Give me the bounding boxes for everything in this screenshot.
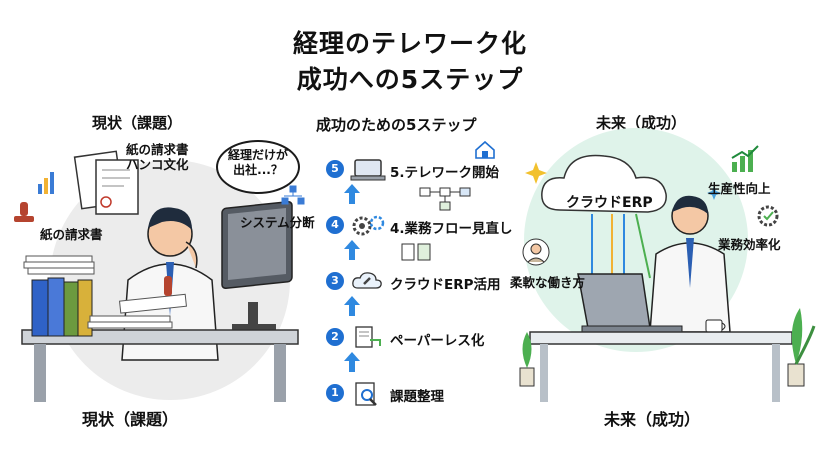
label-system-silo: システム分断 [240,215,315,230]
binders [31,277,93,337]
step-label: ペーパーレス化 [390,333,485,349]
arrow-up-icon [344,352,360,372]
step-number-badge: 3 [326,272,344,290]
gears-icon [352,215,385,236]
future-state-illustration [519,128,816,402]
desk-leg [274,344,286,402]
left-heading-top: 現状（課題） [92,114,183,132]
growth-chart-icon [731,145,759,172]
happy-worker-figure [649,195,731,333]
magnifier-document-icon [355,382,377,406]
title-line2: 成功への5ステップ [296,65,524,94]
sparkle-icon [707,186,721,200]
home-icon [475,140,495,159]
label-paper-hanko: 紙の請求書 ハンコ文化 [126,142,189,172]
step-number-badge: 4 [326,216,344,234]
label-paper-invoice: 紙の請求書 [40,227,103,242]
step-number-badge: 5 [326,160,344,178]
desk-leg [34,344,46,402]
step-label: 5.テレワーク開始 [390,165,500,181]
plant-icon [787,308,816,387]
efficiency-gear-icon [757,205,779,227]
thought-bubble: 経理だけが 出社...？ [216,140,300,194]
current-state-illustration [14,150,305,402]
laptop-icon [350,159,386,181]
cloud-erp-label: クラウドERP [566,195,653,211]
right-heading-top: 未来（成功） [596,114,687,132]
paper-stack [23,255,187,329]
bar-chart-icon [38,172,54,194]
step-label: 課題整理 [390,389,444,405]
desk-leg [540,344,548,402]
step-3: 3 クラウドERP活用 [326,270,516,294]
desk [529,331,793,345]
right-heading-bottom: 未来（成功） [604,410,701,429]
step-label: クラウドERP活用 [390,277,501,293]
remote-worker-icon [522,238,550,266]
step-label: 4.業務フロー見直し [390,221,513,237]
cloud-icon [541,154,667,213]
arrow-up-icon [344,296,360,316]
plant-icon [519,332,535,387]
arrow-up-icon [344,240,360,260]
sparkle-icon [525,162,547,184]
step-number-badge: 1 [326,384,344,402]
step-5: 5 5.テレワーク開始 [326,158,516,182]
paper-scan-icon [355,326,381,348]
flow-chart-icon [419,187,471,211]
desk-leg [772,344,780,402]
data-stream-lines [591,213,651,279]
left-heading-bottom: 現状（課題） [82,410,179,429]
step-4: 4 4.業務フロー見直し [326,214,516,238]
step-number-badge: 2 [326,328,344,346]
monitor-icon [221,200,293,330]
arrow-up-icon [344,184,360,204]
paper-invoice-icon [73,150,139,215]
documents-icon [401,243,431,261]
step-1: 1 課題整理 [326,382,516,406]
steps-heading: 成功のための5ステップ [316,116,477,134]
label-productivity: 生産性向上 [708,181,771,196]
label-flexible-work: 柔軟な働き方 [510,275,586,290]
cloud-wrench-icon [352,272,382,289]
hanko-stamp-icon [14,202,34,222]
org-chart-icon [281,185,305,205]
label-efficiency: 業務効率化 [718,237,781,252]
hand-stamp-icon [164,276,172,296]
title-line1: 経理のテレワーク化 [292,29,527,58]
coffee-cup-icon [705,319,726,333]
step-2: 2 ペーパーレス化 [326,326,516,350]
